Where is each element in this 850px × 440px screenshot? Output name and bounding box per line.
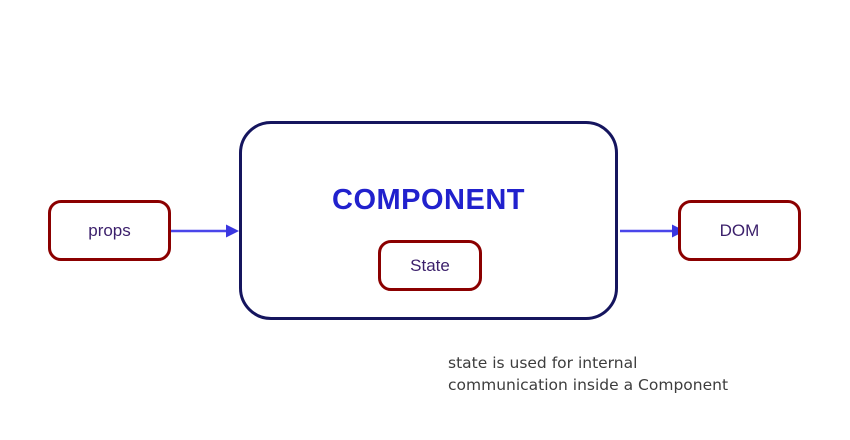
props-label: props (88, 220, 131, 240)
arrow-component-to-dom-icon (620, 224, 685, 238)
caption-line-1: state is used for internal (448, 354, 638, 372)
caption-line-2: communication inside a Component (448, 375, 729, 394)
dom-box: DOM (678, 200, 801, 261)
dom-label: DOM (719, 220, 760, 240)
component-box: COMPONENT (239, 121, 618, 320)
arrow-props-to-component-icon (171, 224, 239, 238)
component-title: COMPONENT (332, 184, 525, 216)
arrowhead-icon (226, 224, 239, 238)
caption: state is used for internal communication… (448, 353, 728, 396)
state-label: State (410, 255, 450, 275)
props-box: props (48, 200, 171, 261)
state-box: State (378, 240, 482, 291)
